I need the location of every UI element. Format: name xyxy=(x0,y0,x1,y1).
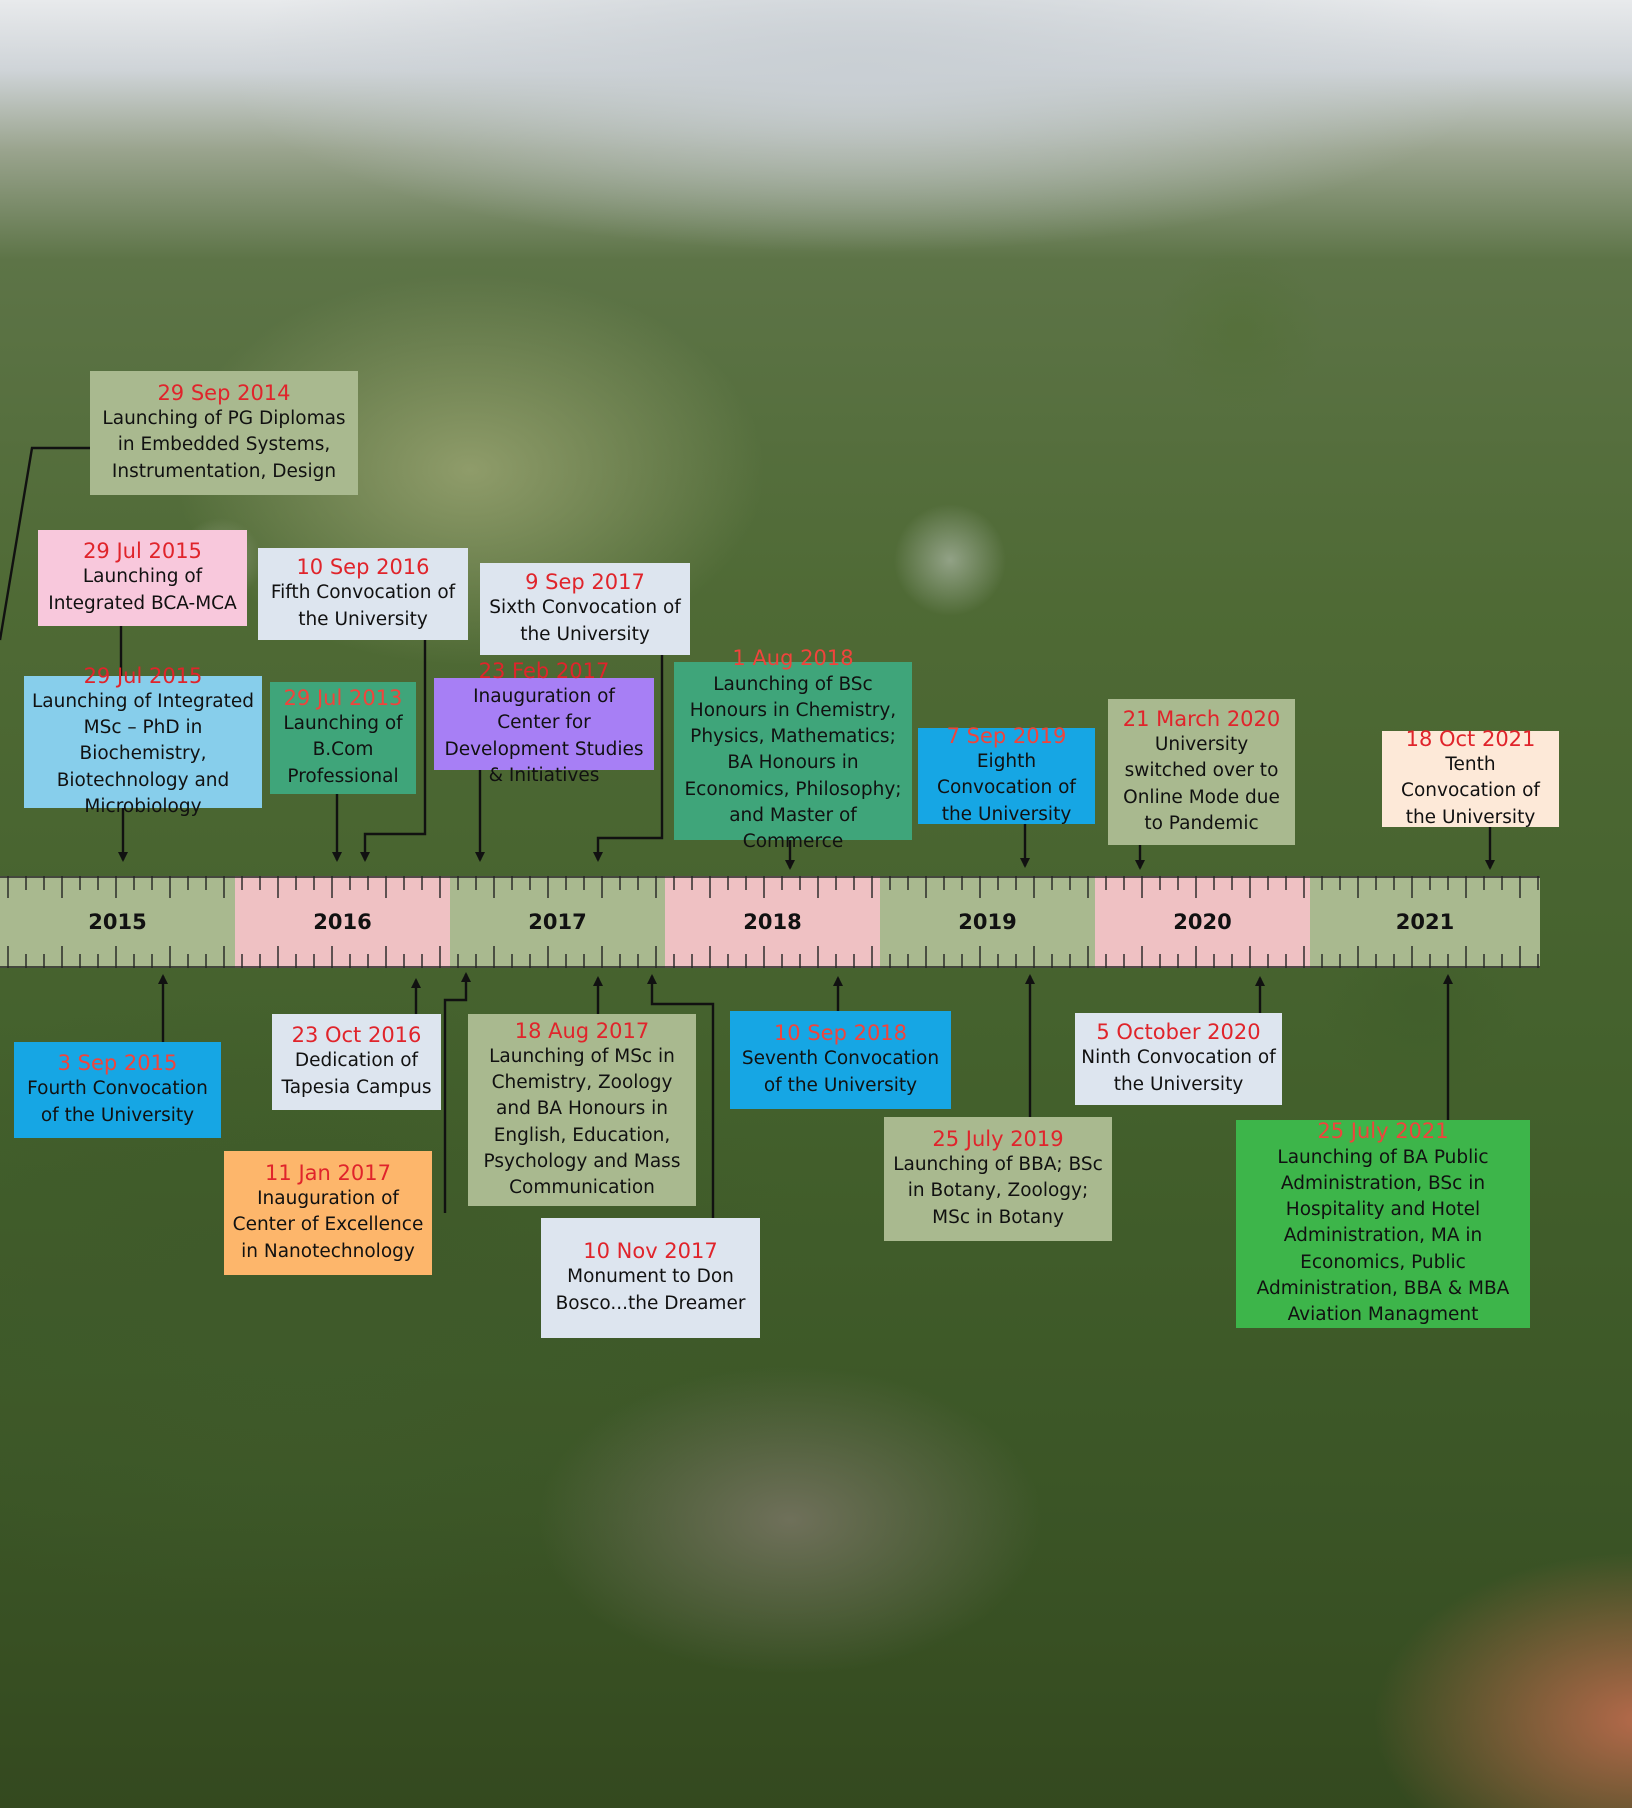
year-label: 2017 xyxy=(528,910,587,934)
event-description: Launching of BSc Honours in Chemistry, P… xyxy=(684,673,902,853)
event-description: Fourth Convocation of the University xyxy=(27,1078,208,1126)
connector-e2014-pg xyxy=(0,446,90,641)
year-label: 2015 xyxy=(88,910,147,934)
event-description: Dedication of Tapesia Campus xyxy=(281,1050,432,1098)
event-description: Eighth Convocation of the University xyxy=(937,751,1076,825)
year-label: 2021 xyxy=(1395,910,1455,934)
event-date: 10 Nov 2017 xyxy=(583,1239,718,1264)
event-description: Inauguration of Center of Excellence in … xyxy=(232,1188,424,1262)
year-segment-2018: 2018 xyxy=(665,876,880,968)
year-segment-2021: 2021 xyxy=(1310,876,1540,968)
connector-e2017-monument xyxy=(647,974,715,1218)
ruler-ticks xyxy=(0,876,1540,968)
event-date: 18 Aug 2017 xyxy=(514,1018,650,1043)
event-description: Sixth Convocation of the University xyxy=(489,597,681,645)
event-date: 7 Sep 2019 xyxy=(946,724,1067,749)
event-description: Launching of PG Diplomas in Embedded Sys… xyxy=(102,408,346,482)
event-date: 29 Jul 2015 xyxy=(83,663,203,688)
event-date: 5 October 2020 xyxy=(1096,1020,1261,1045)
event-date: 29 Sep 2014 xyxy=(157,381,291,405)
year-label: 2019 xyxy=(958,910,1017,934)
event-date: 23 Feb 2017 xyxy=(478,658,610,683)
event-date: 10 Sep 2016 xyxy=(296,555,430,580)
event-date: 25 July 2021 xyxy=(1317,1119,1449,1144)
year-label: 2018 xyxy=(743,910,802,934)
year-segment-2016: 2016 xyxy=(235,876,450,968)
event-date: 23 Oct 2016 xyxy=(291,1023,422,1048)
event-description: Inauguration of Center for Development S… xyxy=(444,686,644,786)
event-date: 9 Sep 2017 xyxy=(525,570,645,595)
event-description: Fifth Convocation of the University xyxy=(270,582,456,630)
event-date: 10 Sep 2018 xyxy=(773,1021,908,1046)
event-date: 25 July 2019 xyxy=(932,1127,1064,1151)
connector-e2017-conv6 xyxy=(593,655,664,862)
year-segment-2019: 2019 xyxy=(880,876,1095,968)
year-segment-2015: 2015 xyxy=(0,876,235,968)
event-date: 3 Sep 2015 xyxy=(57,1051,178,1076)
year-ruler: 2021 2020 2019 2018 2017 2016 2015 xyxy=(0,876,1540,968)
event-description: Launching of MSc in Chemistry, Zoology a… xyxy=(483,1045,681,1199)
year-label: 2016 xyxy=(313,910,372,934)
year-segment-2017: 2017 xyxy=(450,876,665,968)
event-description: University switched over to Online Mode … xyxy=(1123,734,1280,834)
event-description: Launching of Integrated MSc – PhD in Bio… xyxy=(31,690,255,817)
event-date: 21 March 2020 xyxy=(1122,706,1281,731)
event-date: 29 Jul 2013 xyxy=(283,686,403,710)
connector-e2017-nano xyxy=(443,972,471,1213)
year-segment-2020: 2020 xyxy=(1095,876,1310,968)
event-date: 11 Jan 2017 xyxy=(265,1161,391,1185)
event-description: Seventh Convocation of the University xyxy=(741,1048,940,1096)
event-date: 1 Aug 2018 xyxy=(732,646,854,671)
event-description: Monument to Don Bosco...the Dreamer xyxy=(555,1266,746,1314)
event-description: Ninth Convocation of the University xyxy=(1081,1047,1276,1095)
event-date: 29 Jul 2015 xyxy=(83,539,202,564)
event-description: Launching of Integrated BCA-MCA xyxy=(48,566,237,614)
event-description: Launching of BA Public Administration, B… xyxy=(1256,1146,1510,1326)
event-description: Launching of B.Com Professional xyxy=(283,713,403,787)
event-description: Tenth Convocation of the University xyxy=(1401,754,1540,828)
event-date: 18 Oct 2021 xyxy=(1405,727,1536,752)
event-description: Launching of BBA; BSc in Botany, Zoology… xyxy=(893,1154,1103,1228)
connector-e2016-conv5 xyxy=(360,640,427,862)
year-label: 2020 xyxy=(1173,910,1232,934)
